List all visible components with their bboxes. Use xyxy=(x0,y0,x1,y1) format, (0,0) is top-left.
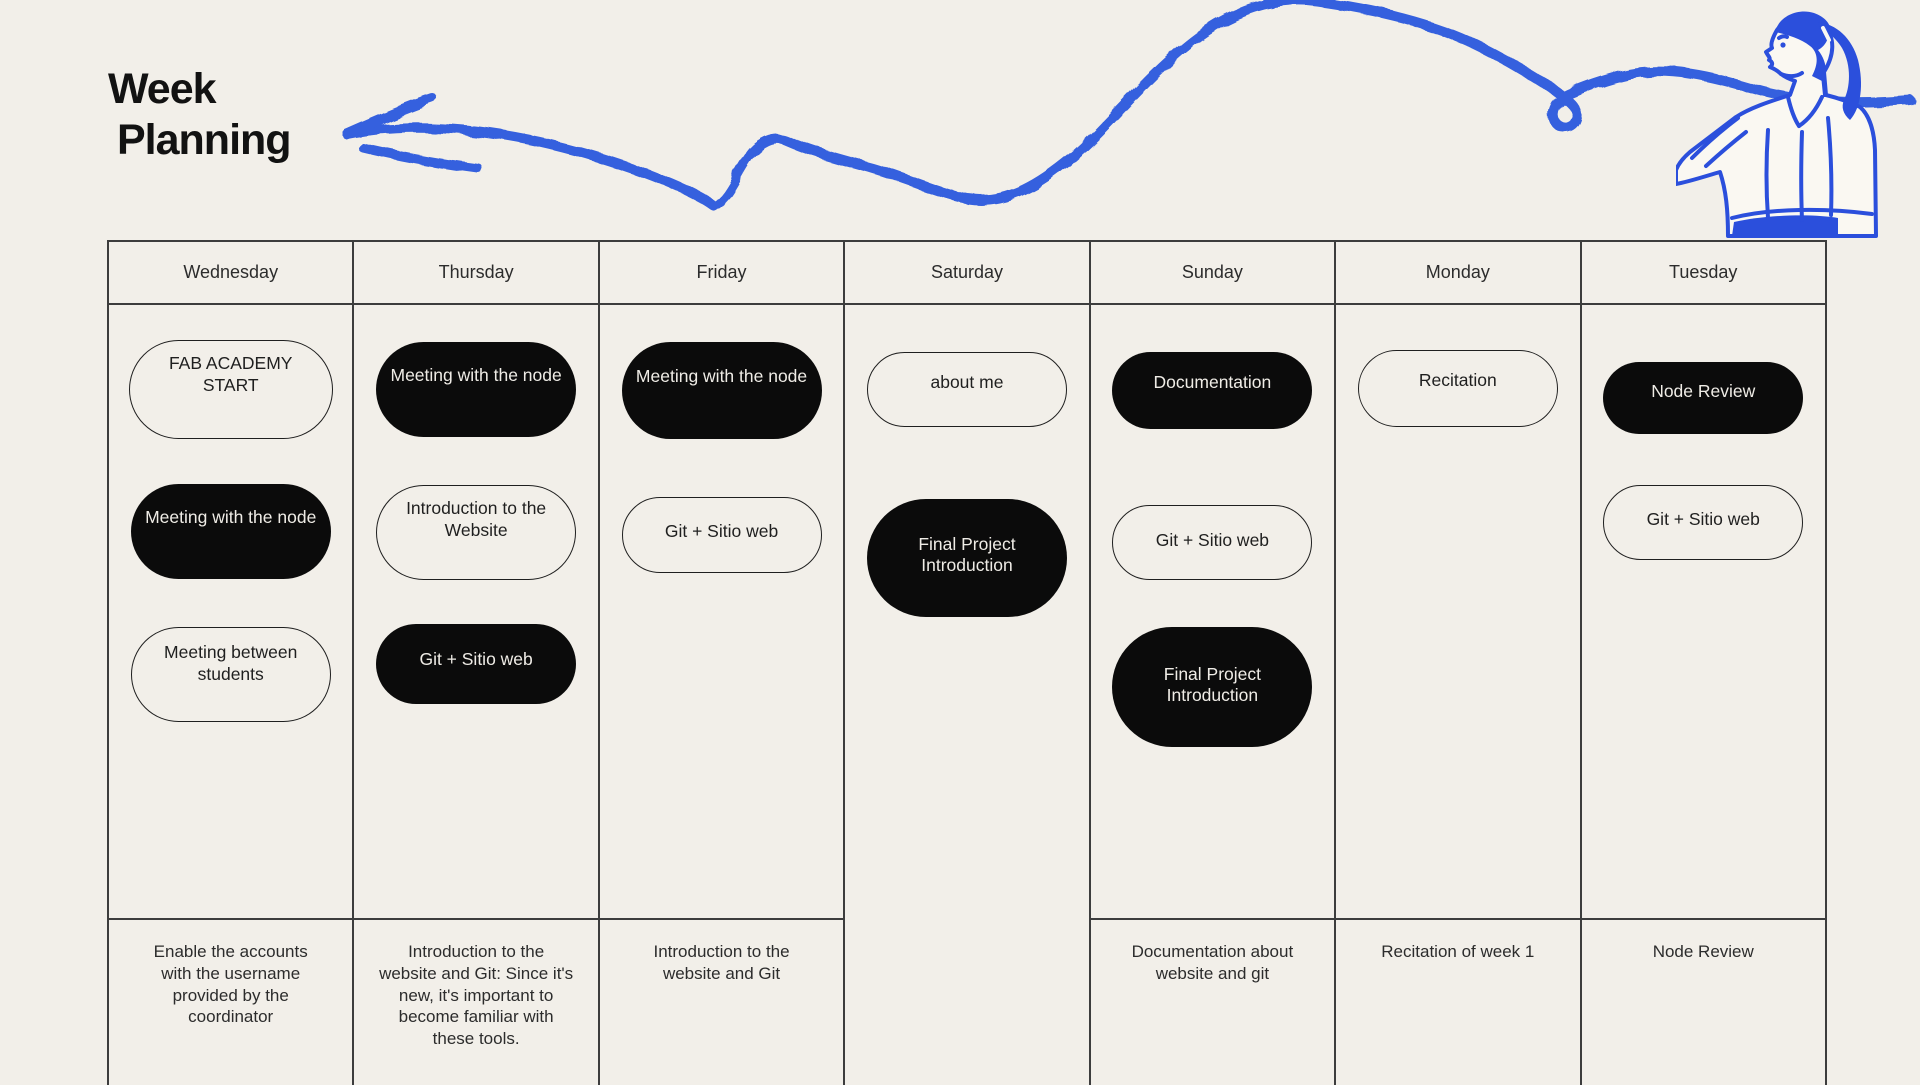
column-wednesday: Wednesday FAB ACADEMY START Meeting with… xyxy=(109,242,355,1085)
event-pill[interactable]: Final Project Introduction xyxy=(866,499,1067,617)
day-cell-monday: Recitation xyxy=(1336,305,1580,920)
note-text: Documentation about website and git xyxy=(1131,942,1294,983)
day-header-monday: Monday xyxy=(1336,242,1580,305)
event-pill[interactable]: Meeting with the node xyxy=(130,484,331,579)
day-cell-tuesday: Node Review Git + Sitio web xyxy=(1581,305,1825,920)
event-pill[interactable]: FAB ACADEMY START xyxy=(128,340,333,439)
event-pill[interactable]: Introduction to the Website xyxy=(376,485,577,580)
day-header-saturday: Saturday xyxy=(845,242,1089,305)
note-text: Node Review xyxy=(1652,942,1754,961)
event-pill[interactable]: Meeting with the node xyxy=(376,342,577,437)
day-header-wednesday: Wednesday xyxy=(109,242,353,305)
note-cell-friday: Introduction to the website and Git xyxy=(600,920,843,1085)
event-pill[interactable]: about me xyxy=(866,352,1067,427)
event-pill[interactable]: Final Project Introduction xyxy=(1112,627,1313,747)
day-header-thursday: Thursday xyxy=(354,242,598,305)
note-cell-wednesday: Enable the accounts with the username pr… xyxy=(109,920,352,1085)
day-header-sunday: Sunday xyxy=(1090,242,1335,305)
column-friday: Friday Meeting with the node Git + Sitio… xyxy=(599,242,846,1085)
event-pill[interactable]: Node Review xyxy=(1603,362,1804,434)
page-title-line2: Planning xyxy=(117,115,292,164)
note-text: Recitation of week 1 xyxy=(1381,942,1535,961)
day-cell-saturday: about me Final Project Introduction xyxy=(845,305,1088,918)
note-text: Enable the accounts with the username pr… xyxy=(153,942,308,1027)
event-pill[interactable]: Git + Sitio web xyxy=(1603,485,1804,560)
event-pill[interactable]: Documentation xyxy=(1112,352,1313,429)
column-tuesday: Tuesday Node Review Git + Sitio web Node… xyxy=(1581,242,1825,1085)
day-cell-sunday: Documentation Git + Sitio web Final Proj… xyxy=(1090,305,1335,920)
column-thursday: Thursday Meeting with the node Introduct… xyxy=(354,242,600,1085)
day-cell-friday: Meeting with the node Git + Sitio web xyxy=(599,305,844,920)
day-header-friday: Friday xyxy=(599,242,844,305)
page-title-line1: Week xyxy=(108,65,217,113)
note-cell-sunday: Documentation about website and git xyxy=(1091,920,1334,1085)
column-saturday: Saturday about me Final Project Introduc… xyxy=(845,242,1091,1085)
note-text: Introduction to the website and Git xyxy=(653,942,790,983)
event-pill[interactable]: Git + Sitio web xyxy=(376,624,577,704)
event-pill[interactable]: Git + Sitio web xyxy=(1112,505,1313,580)
note-cell-saturday xyxy=(845,918,1088,1085)
person-illustration-icon xyxy=(1676,11,1878,238)
day-cell-thursday: Meeting with the node Introduction to th… xyxy=(354,305,598,920)
note-cell-thursday: Introduction to the website and Git: Sin… xyxy=(354,920,597,1085)
note-text: Introduction to the website and Git: Sin… xyxy=(379,942,574,1048)
event-pill[interactable]: Meeting between students xyxy=(130,627,331,722)
column-sunday: Sunday Documentation Git + Sitio web Fin… xyxy=(1090,242,1337,1085)
day-header-tuesday: Tuesday xyxy=(1581,242,1825,305)
note-cell-tuesday: Node Review xyxy=(1582,920,1825,1085)
event-pill[interactable]: Git + Sitio web xyxy=(621,497,822,573)
event-pill[interactable]: Recitation xyxy=(1357,350,1558,427)
page-title: Week Planning xyxy=(108,64,292,165)
column-monday: Monday Recitation Recitation of week 1 xyxy=(1336,242,1582,1085)
week-planner-table: Wednesday FAB ACADEMY START Meeting with… xyxy=(107,240,1827,1085)
note-cell-monday: Recitation of week 1 xyxy=(1336,920,1579,1085)
day-cell-wednesday: FAB ACADEMY START Meeting with the node … xyxy=(109,305,353,920)
event-pill[interactable]: Meeting with the node xyxy=(621,342,822,439)
